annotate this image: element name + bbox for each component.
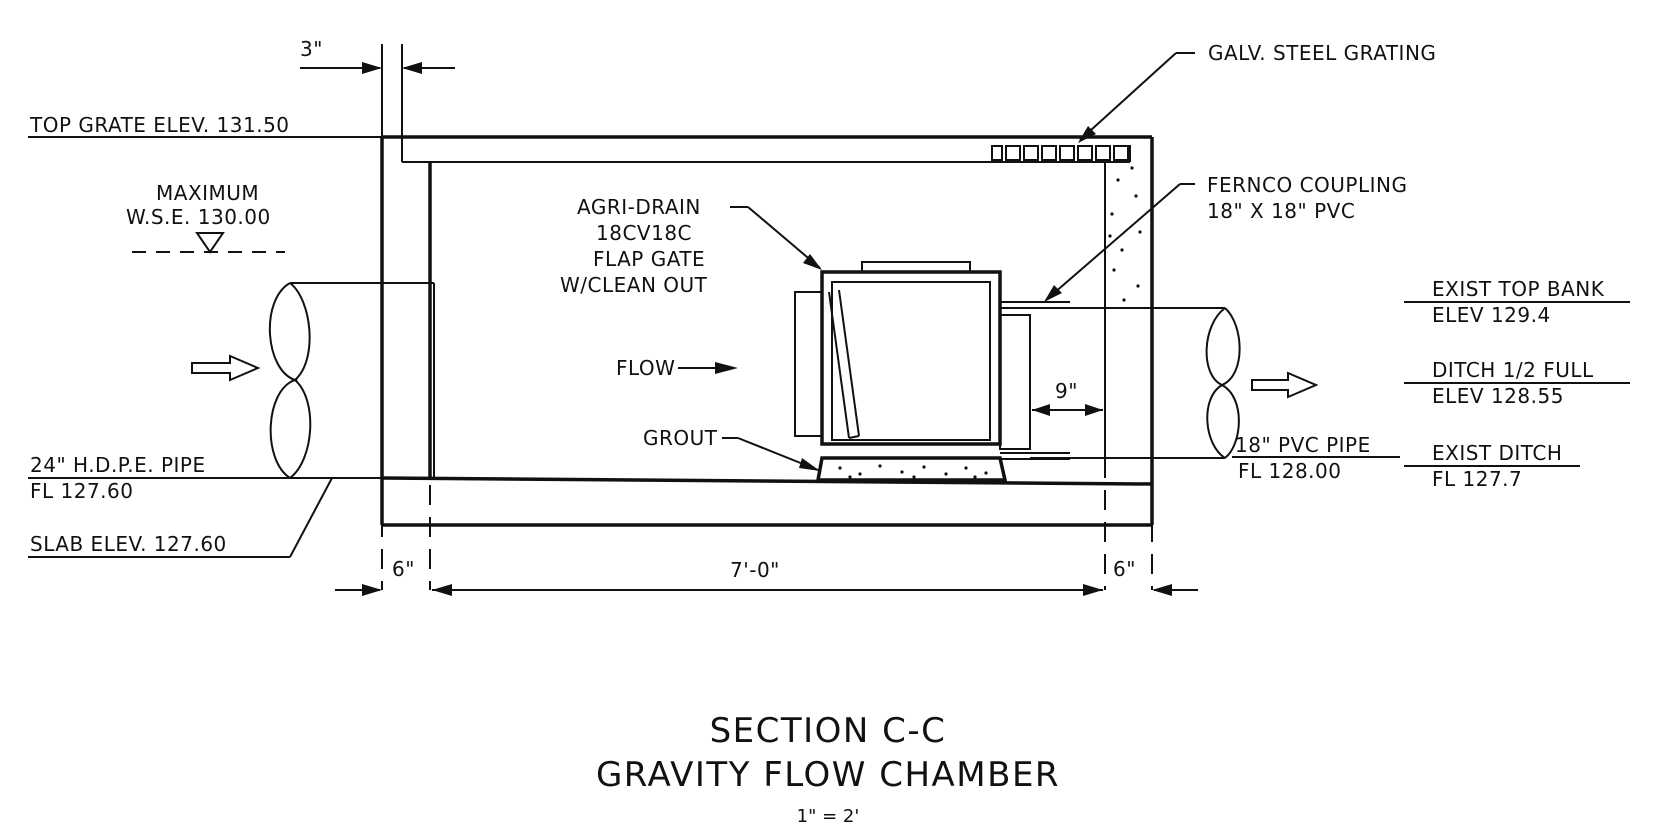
hdpe-pipe-label: 24" H.D.P.E. PIPE bbox=[30, 453, 206, 477]
grating-squares bbox=[991, 145, 1129, 161]
ditch-half-full-elev: ELEV 128.55 bbox=[1432, 384, 1564, 408]
pvc-pipe-fl: FL 128.00 bbox=[1238, 459, 1341, 483]
ditch-half-full-callout: DITCH 1/2 FULL ELEV 128.55 bbox=[1404, 358, 1630, 408]
dimension-9in-label: 9" bbox=[1055, 379, 1078, 403]
galv-grating-callout: GALV. STEEL GRATING bbox=[1078, 41, 1436, 143]
exist-top-bank-elev: ELEV 129.4 bbox=[1432, 303, 1551, 327]
slab-elevation-callout: SLAB ELEV. 127.60 bbox=[28, 477, 333, 558]
dimension-6in-right-label: 6" bbox=[1113, 557, 1136, 581]
agri-label-line2: 18CV18C bbox=[596, 221, 692, 245]
flap-gate bbox=[794, 261, 1031, 450]
wse-label-line2: W.S.E. 130.00 bbox=[126, 205, 271, 229]
drawing-title: SECTION C-C GRAVITY FLOW CHAMBER 1" = 2' bbox=[596, 711, 1060, 827]
dimension-6in-left-label: 6" bbox=[392, 557, 415, 581]
top-grate-elevation: TOP GRATE ELEV. 131.50 bbox=[28, 113, 382, 138]
dimension-9in: 9" bbox=[1032, 379, 1103, 416]
wse-label-line1: MAXIMUM bbox=[156, 181, 259, 205]
slab-elev-label: SLAB ELEV. 127.60 bbox=[30, 532, 227, 556]
fernco-callout: FERNCO COUPLING 18" X 18" PVC bbox=[1044, 173, 1407, 302]
galv-grating-label: GALV. STEEL GRATING bbox=[1208, 41, 1436, 65]
grout-label: GROUT bbox=[643, 426, 718, 450]
agri-drain-callout: AGRI-DRAIN 18CV18C FLAP GATE W/CLEAN OUT bbox=[560, 195, 822, 297]
agri-label-line3: FLAP GATE bbox=[593, 247, 705, 271]
fernco-coupling bbox=[1000, 301, 1070, 460]
agri-label-line1: AGRI-DRAIN bbox=[577, 195, 701, 219]
agri-label-line4: W/CLEAN OUT bbox=[560, 273, 708, 297]
grout-callout: GROUT bbox=[643, 426, 820, 471]
pvc-pipe-label: 18" PVC PIPE bbox=[1235, 433, 1371, 457]
exist-top-bank-label: EXIST TOP BANK bbox=[1432, 277, 1605, 301]
title-scale: 1" = 2' bbox=[797, 806, 860, 827]
exist-ditch-fl: FL 127.7 bbox=[1432, 467, 1522, 491]
grout-pad bbox=[815, 456, 1008, 482]
water-surface-marker: MAXIMUM W.S.E. 130.00 bbox=[126, 181, 285, 254]
ditch-half-full-label: DITCH 1/2 FULL bbox=[1432, 358, 1594, 382]
fernco-label-line2: 18" X 18" PVC bbox=[1207, 199, 1355, 223]
flow-label: FLOW bbox=[616, 356, 675, 380]
exist-top-bank-callout: EXIST TOP BANK ELEV 129.4 bbox=[1404, 277, 1630, 327]
dimension-3in-label: 3" bbox=[300, 37, 323, 61]
hdpe-pipe-callout: 24" H.D.P.E. PIPE FL 127.60 bbox=[28, 453, 382, 503]
dimension-3in: 3" bbox=[300, 37, 455, 136]
inlet-pipe bbox=[269, 282, 435, 479]
right-wall-stipple bbox=[1108, 166, 1142, 302]
dimension-7ft-label: 7'-0" bbox=[730, 558, 780, 582]
chamber-structure bbox=[380, 135, 1154, 527]
inlet-flow-arrow bbox=[191, 354, 261, 382]
flow-callout: FLOW bbox=[616, 356, 738, 380]
exist-ditch-callout: EXIST DITCH FL 127.7 bbox=[1404, 441, 1580, 491]
top-grate-label: TOP GRATE ELEV. 131.50 bbox=[29, 113, 290, 137]
hidden-lines bbox=[381, 165, 1153, 590]
hdpe-pipe-fl: FL 127.60 bbox=[30, 479, 133, 503]
pvc-pipe-callout: 18" PVC PIPE FL 128.00 bbox=[1232, 433, 1400, 483]
fernco-label-line1: FERNCO COUPLING bbox=[1207, 173, 1407, 197]
title-line2: GRAVITY FLOW CHAMBER bbox=[596, 755, 1060, 795]
title-line1: SECTION C-C bbox=[710, 711, 947, 751]
exist-ditch-label: EXIST DITCH bbox=[1432, 441, 1562, 465]
bottom-dimensions: 6" 7'-0" 6" bbox=[335, 557, 1198, 596]
